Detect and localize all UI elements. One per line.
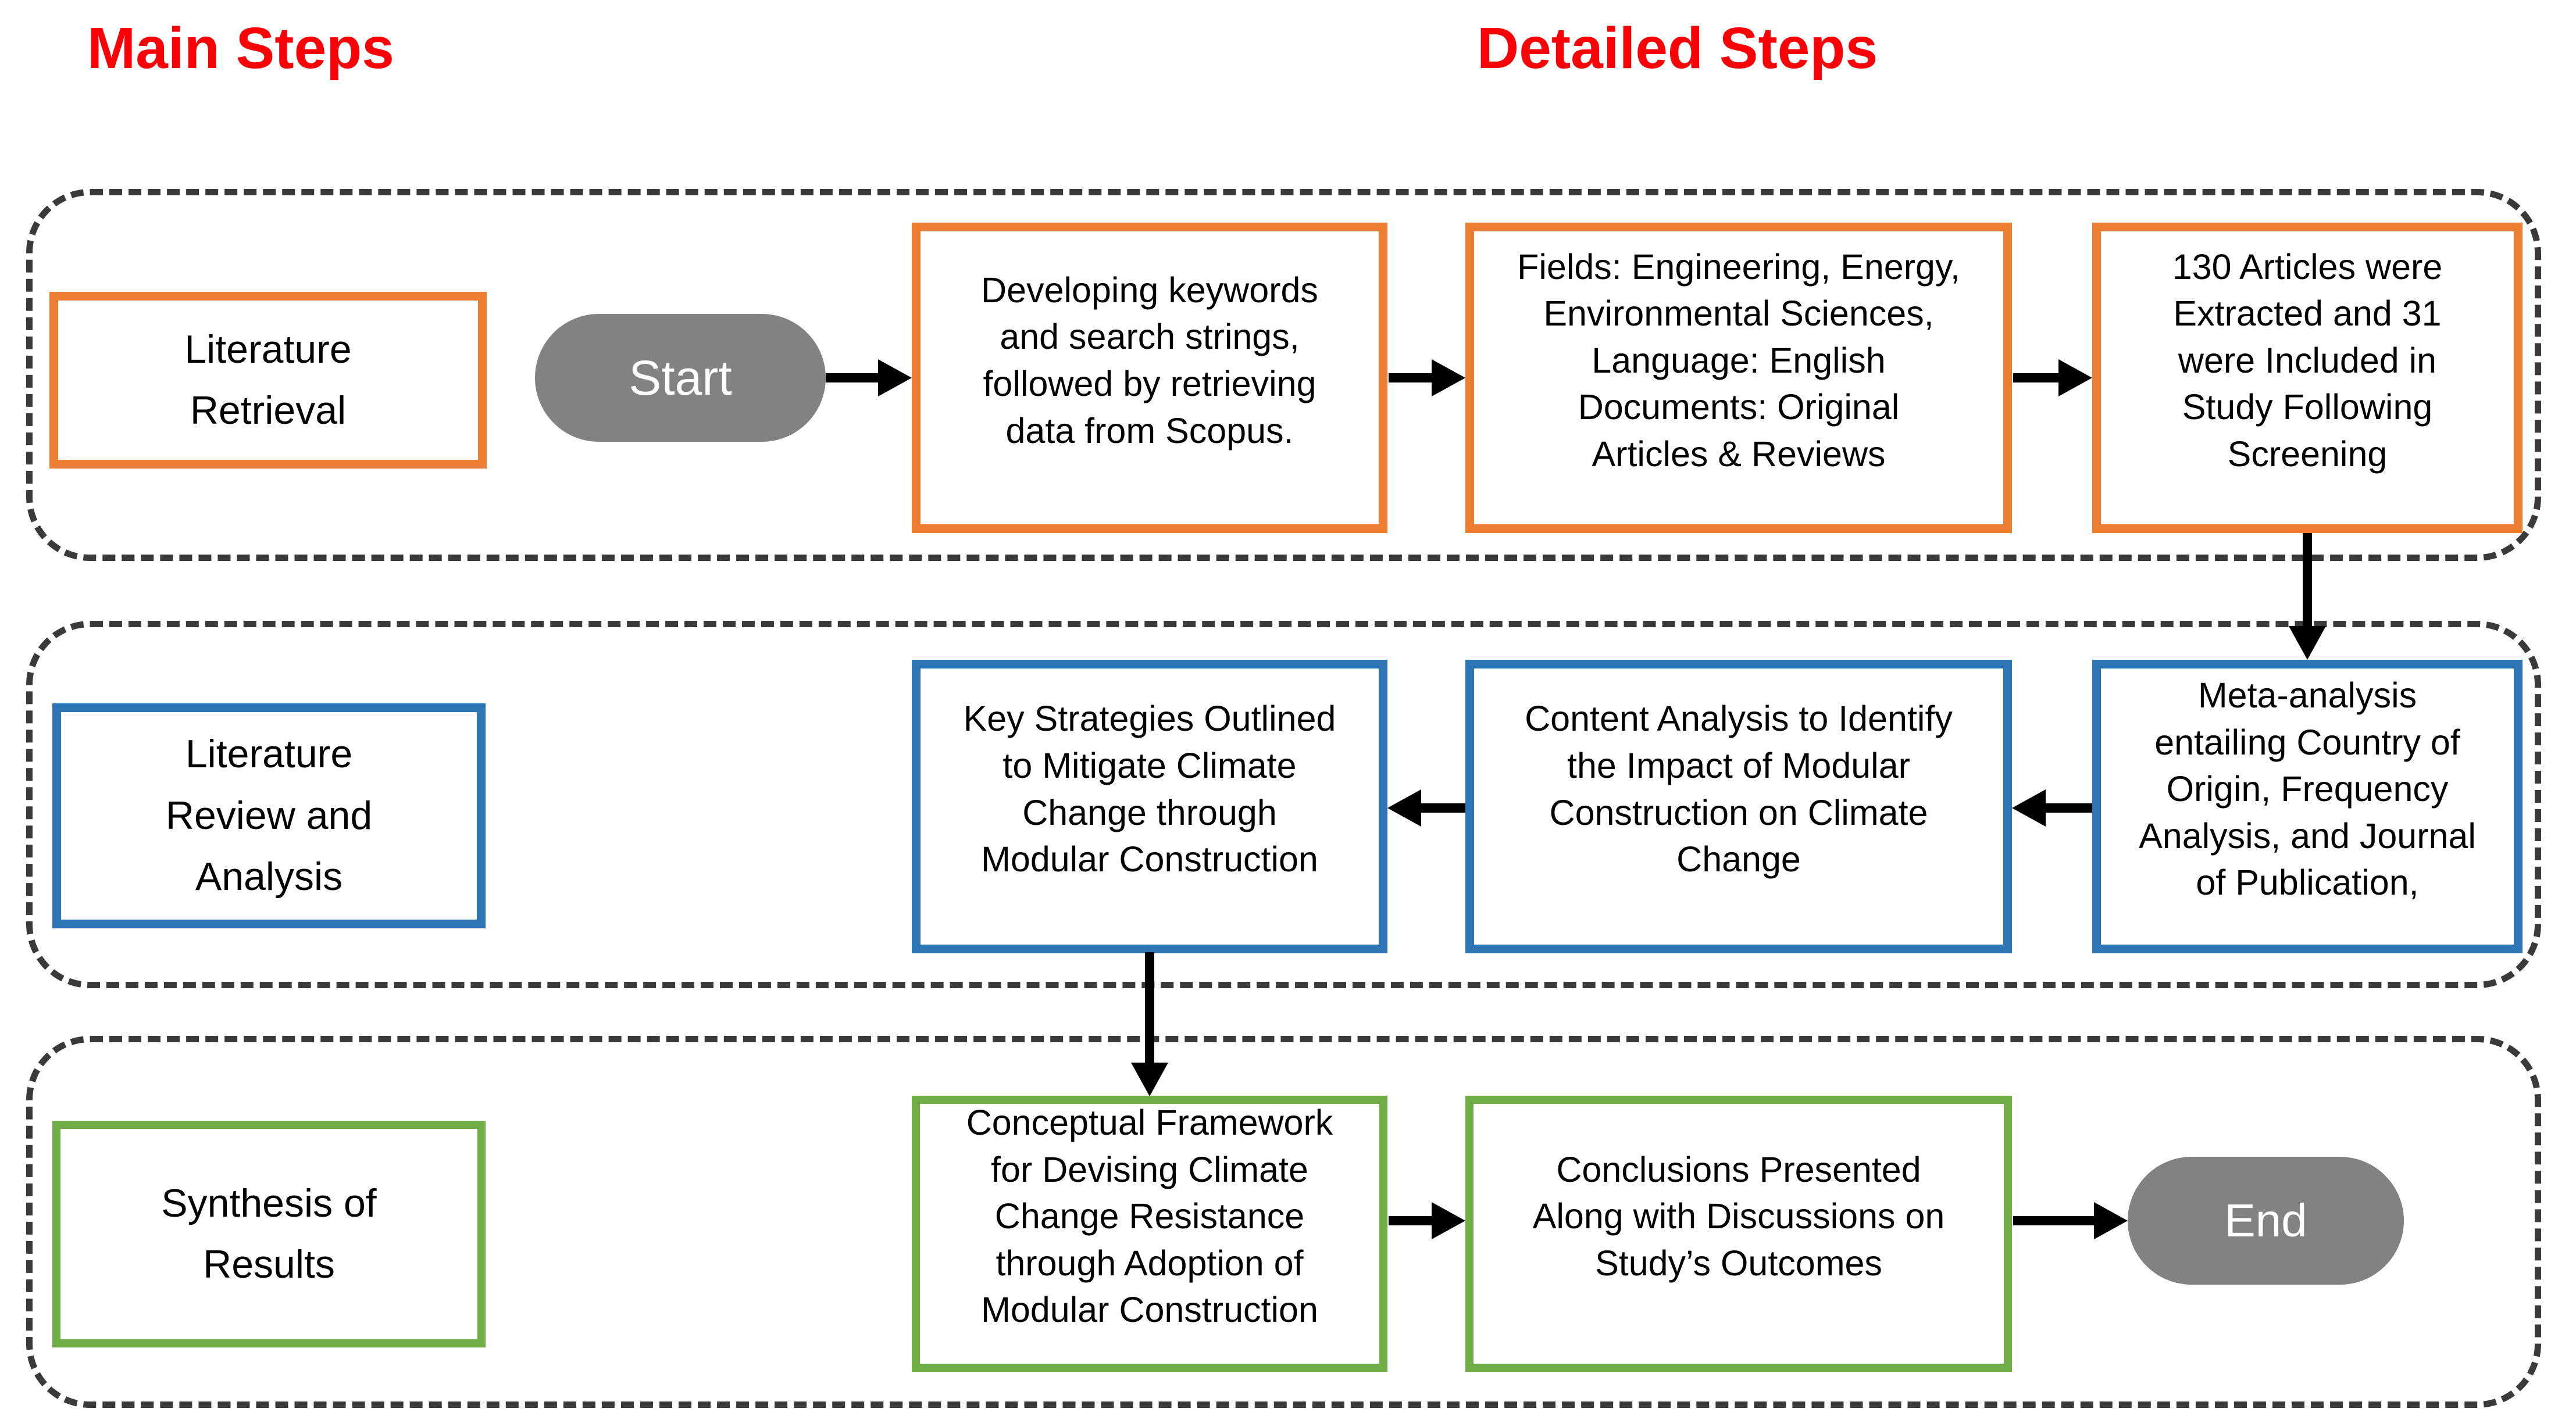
detail-box-conceptual-framework-text: Conceptual Framework for Devising Climat…	[966, 1103, 1333, 1330]
end-terminator-label: End	[2224, 1195, 2307, 1246]
arrow-conclusions-to-end-line	[2013, 1216, 2096, 1225]
arrow-conceptual-to-conclusions-line	[1389, 1216, 1434, 1225]
detail-box-fields-text: Fields: Engineering, Energy, Environment…	[1517, 246, 1960, 474]
end-terminator: End	[2128, 1157, 2404, 1285]
start-terminator: Start	[535, 314, 826, 442]
detail-box-keywords-text: Developing keywords and search strings, …	[981, 270, 1318, 451]
arrow-key-down-head	[1131, 1063, 1168, 1096]
detail-box-keywords: Developing keywords and search strings, …	[912, 223, 1387, 533]
main-box-literature-review: Literature Review and Analysis	[52, 703, 486, 928]
detail-box-content-analysis-text: Content Analysis to Identify the Impact …	[1525, 699, 1953, 879]
arrow-keywords-to-fields-head	[1432, 359, 1465, 396]
detail-box-conceptual-framework: Conceptual Framework for Devising Climat…	[912, 1096, 1387, 1372]
main-box-literature-retrieval: Literature Retrieval	[49, 292, 487, 469]
arrow-content-to-key-head	[1387, 789, 1421, 827]
detail-box-meta-analysis-text: Meta-analysis entailing Country of Origi…	[2139, 675, 2476, 903]
header-detailed-steps: Detailed Steps	[1477, 16, 1878, 81]
detail-box-meta-analysis: Meta-analysis entailing Country of Origi…	[2092, 660, 2523, 953]
main-box-literature-review-label: Literature Review and Analysis	[165, 732, 373, 899]
arrow-fields-to-articles-head	[2058, 359, 2092, 396]
lane-literature-retrieval	[26, 189, 2541, 561]
arrow-articles-down-line	[2303, 533, 2312, 627]
arrow-keywords-to-fields-line	[1389, 373, 1434, 382]
main-box-synthesis: Synthesis of Results	[52, 1121, 486, 1347]
detail-box-key-strategies-text: Key Strategies Outlined to Mitigate Clim…	[963, 699, 1336, 879]
detail-box-articles: 130 Articles were Extracted and 31 were …	[2092, 223, 2523, 533]
arrow-key-down-line	[1145, 952, 1154, 1064]
detail-box-conclusions: Conclusions Presented Along with Discuss…	[1465, 1096, 2012, 1372]
detail-box-key-strategies: Key Strategies Outlined to Mitigate Clim…	[912, 660, 1387, 953]
lane-literature-review-analysis	[26, 621, 2541, 988]
arrow-content-to-key-line	[1421, 803, 1467, 813]
start-terminator-label: Start	[629, 350, 732, 405]
detail-box-content-analysis: Content Analysis to Identify the Impact …	[1465, 660, 2012, 953]
arrow-meta-to-content-line	[2046, 803, 2093, 813]
arrow-meta-to-content-head	[2012, 789, 2046, 827]
arrow-start-to-keywords-line	[826, 373, 882, 382]
detail-box-fields: Fields: Engineering, Energy, Environment…	[1465, 223, 2012, 533]
arrow-conceptual-to-conclusions-head	[1432, 1202, 1465, 1239]
header-main-steps: Main Steps	[87, 16, 394, 81]
detail-box-conclusions-text: Conclusions Presented Along with Discuss…	[1532, 1149, 1945, 1283]
arrow-start-to-keywords-head	[878, 359, 912, 396]
arrow-fields-to-articles-line	[2013, 373, 2060, 382]
arrow-articles-down-head	[2289, 626, 2326, 660]
lane-synthesis-of-results	[26, 1036, 2541, 1408]
main-box-literature-retrieval-label: Literature Retrieval	[184, 327, 352, 432]
main-box-synthesis-label: Synthesis of Results	[161, 1181, 377, 1286]
arrow-conclusions-to-end-head	[2094, 1202, 2128, 1239]
detail-box-articles-text: 130 Articles were Extracted and 31 were …	[2172, 246, 2443, 474]
